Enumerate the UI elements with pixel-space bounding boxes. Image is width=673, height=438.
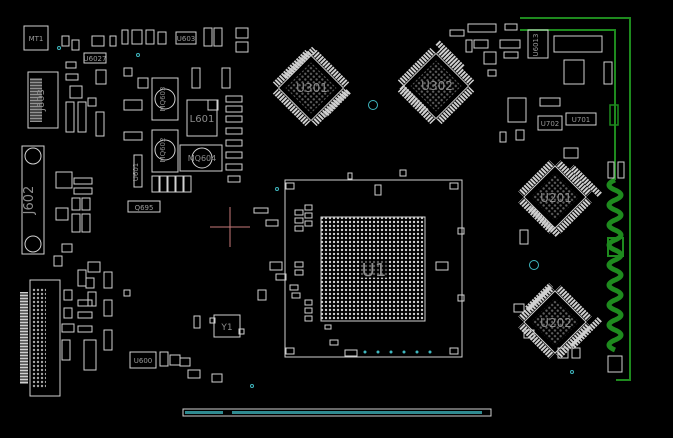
part-u702[interactable]: U702 <box>537 115 563 131</box>
antenna-trace[interactable] <box>520 17 631 381</box>
soc-u1[interactable]: U1 <box>284 169 465 358</box>
crosshair-cursor <box>210 207 250 247</box>
part-u600[interactable]: U600 <box>129 351 157 369</box>
part-u6027[interactable]: U6027 <box>83 52 107 64</box>
mt1-label: MT1 <box>29 35 44 43</box>
part-u601[interactable]: U601 <box>132 154 143 188</box>
mq602-label: MQ602 <box>159 138 167 163</box>
q695-label: Q695 <box>135 204 154 212</box>
mosfet-mq604[interactable]: MQ604 <box>179 144 223 172</box>
u1-label: U1 <box>362 260 387 281</box>
part-u6013[interactable]: U6013 <box>527 29 549 59</box>
connector-j602[interactable]: J602 <box>21 145 45 255</box>
connector-j600[interactable] <box>20 279 61 397</box>
u603-label: U603 <box>177 35 195 43</box>
chip-u201[interactable]: U201 <box>513 155 598 240</box>
part-q695[interactable]: Q695 <box>127 200 161 213</box>
u701-label: U701 <box>572 116 590 124</box>
l601-label: L601 <box>190 114 215 125</box>
chip-u301[interactable]: U301 <box>267 44 355 132</box>
crystal-y1[interactable]: Y1 <box>209 314 245 338</box>
y1-label: Y1 <box>220 323 232 333</box>
j602-label: J602 <box>22 186 37 216</box>
passive-components <box>53 27 287 383</box>
u702-label: U702 <box>541 120 559 128</box>
part-u701[interactable]: U701 <box>565 112 597 126</box>
mosfet-mq602[interactable]: MQ602 <box>151 129 179 173</box>
u6013-label: U6013 <box>532 34 540 57</box>
j603-label: J603 <box>36 89 47 112</box>
mount-mt1[interactable]: MT1 <box>23 25 49 51</box>
inductor-l601[interactable]: L601 <box>186 99 219 137</box>
u600-label: U600 <box>134 357 152 365</box>
u301-label: U301 <box>296 81 328 95</box>
mq604-label: MQ604 <box>188 154 216 163</box>
u302-label: U302 <box>421 79 453 93</box>
passive-components-right <box>449 23 625 373</box>
connector-j603[interactable]: J603 <box>27 71 59 129</box>
u601-label: U601 <box>132 163 140 181</box>
part-u603[interactable]: U603 <box>175 31 197 45</box>
chip-u202[interactable]: U202 <box>513 280 598 365</box>
u202-label: U202 <box>540 316 572 330</box>
mq603-label: MQ603 <box>159 87 167 112</box>
u201-label: U201 <box>540 191 572 205</box>
chip-u302[interactable]: U302 <box>392 42 480 130</box>
diagonal-pin-strips <box>283 40 603 350</box>
u6027-label: U6027 <box>84 55 107 63</box>
vias <box>57 46 574 388</box>
mosfet-mq603[interactable]: MQ603 <box>151 77 179 121</box>
edge-connector[interactable] <box>182 408 492 417</box>
